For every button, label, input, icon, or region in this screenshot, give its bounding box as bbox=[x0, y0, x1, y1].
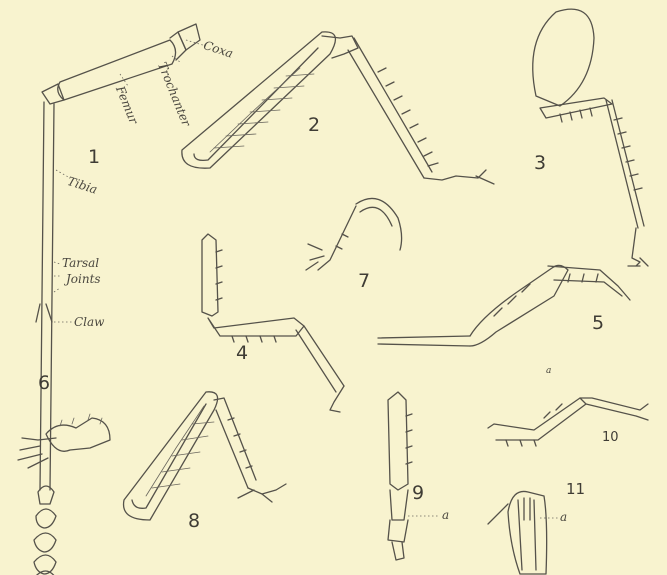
leg-figure-11 bbox=[488, 491, 558, 574]
leg-figure-6 bbox=[18, 414, 110, 468]
leg-figure-3 bbox=[533, 9, 648, 266]
figure-number-6: 6 bbox=[38, 372, 50, 394]
leg-figure-1-claw bbox=[36, 304, 52, 322]
figure-number-11: 11 bbox=[566, 480, 585, 498]
label-joints: Joints bbox=[66, 272, 101, 286]
leg-figure-10 bbox=[488, 398, 648, 446]
leg-figure-4 bbox=[202, 234, 344, 412]
leg-figure-8 bbox=[124, 392, 286, 520]
figure-number-10: 10 bbox=[602, 430, 619, 445]
figure-number-7: 7 bbox=[358, 270, 370, 292]
figure-number-5: 5 bbox=[592, 312, 604, 334]
marker-a-figure-11: a bbox=[560, 510, 567, 524]
figure-number-9: 9 bbox=[412, 482, 424, 504]
figure-number-1: 1 bbox=[88, 146, 100, 168]
marker-a-figure-9: a bbox=[442, 508, 449, 522]
figure-number-3: 3 bbox=[534, 152, 546, 174]
figure-number-4: 4 bbox=[236, 342, 248, 364]
leg-figure-9 bbox=[388, 392, 440, 560]
label-claw: Claw bbox=[74, 315, 104, 329]
marker-a-figure-10: a bbox=[546, 366, 551, 376]
label-tarsal: Tarsal bbox=[62, 256, 99, 270]
figure-number-8: 8 bbox=[188, 510, 200, 532]
leg-figure-7 bbox=[306, 198, 402, 270]
figure-number-2: 2 bbox=[308, 114, 320, 136]
